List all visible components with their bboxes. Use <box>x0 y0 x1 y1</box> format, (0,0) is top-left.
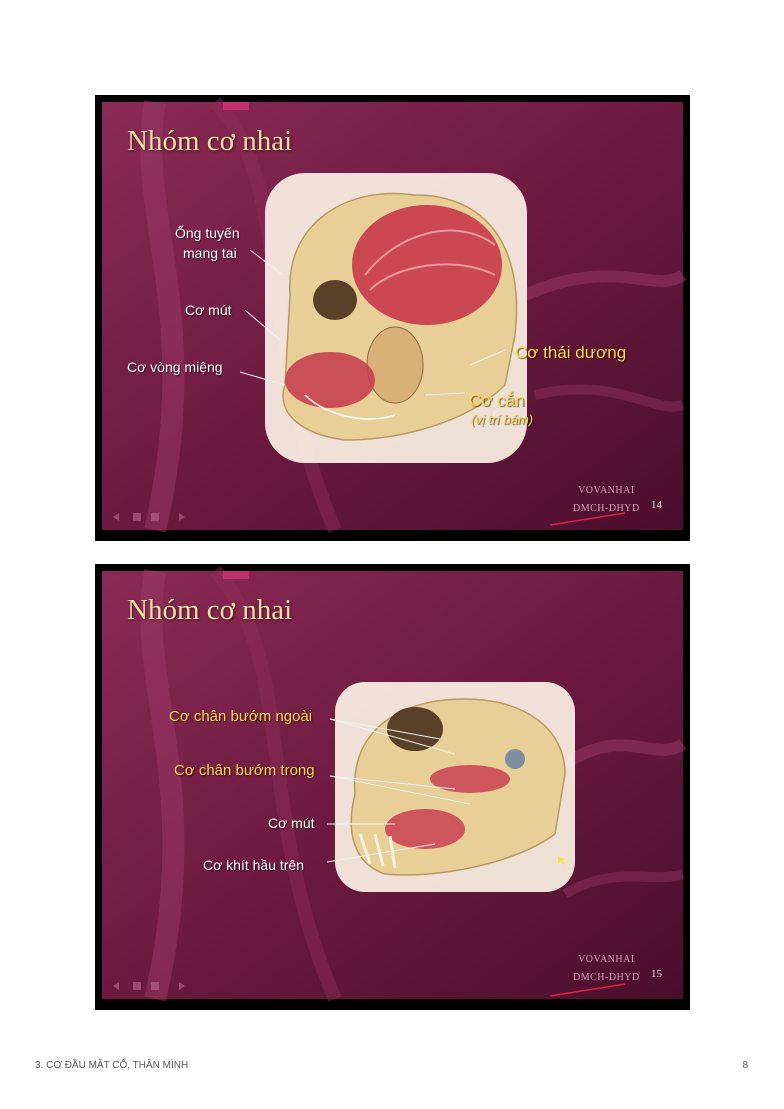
slide-nav-icons <box>113 982 185 990</box>
slide-nav-icons <box>113 513 185 521</box>
label-ong-tuyen-line1: Ống tuyến <box>175 225 240 241</box>
slide-background <box>102 566 687 1002</box>
label-co-khit-hau-tren: Cơ khít hầu trên <box>203 857 305 873</box>
author-mark: VOVANHAI DMCH-DHYD <box>573 482 640 518</box>
slide-15: Nhóm cơ nhai Cơ chân bướm ngoài Cơ chân … <box>95 564 690 1010</box>
label-co-chan-buom-ngoai: Cơ chân bướm ngoài <box>169 708 313 725</box>
author-line2: DMCH-DHYD <box>573 972 640 983</box>
slide-14: Nhóm cơ nhai Ống tuyến mang tai Cơ mút C… <box>95 95 690 541</box>
label-ong-tuyen-line2: mang tai <box>183 245 237 261</box>
author-line1: VOVANHAI <box>578 954 635 965</box>
skull-illustration <box>335 682 575 892</box>
slide-title: Nhóm cơ nhai <box>127 594 293 626</box>
footer-page-number: 8 <box>742 1060 748 1071</box>
skull-illustration <box>265 173 527 463</box>
slide-page-number: 15 <box>651 968 662 980</box>
slide-background <box>102 97 687 533</box>
label-co-thai-duong: Cơ thái dương <box>515 343 627 362</box>
slide-page-number: 14 <box>651 499 662 511</box>
label-co-chan-buom-trong: Cơ chân bướm trong <box>174 762 315 779</box>
cursor-icon <box>558 856 566 865</box>
label-co-vong-mieng: Cơ vòng miệng <box>127 359 223 375</box>
author-mark: VOVANHAI DMCH-DHYD <box>573 951 640 987</box>
label-co-mut: Cơ mút <box>185 302 232 318</box>
author-line1: VOVANHAI <box>578 485 635 496</box>
label-co-mut: Cơ mút <box>268 815 315 831</box>
slide-title: Nhóm cơ nhai <box>127 125 293 157</box>
label-vi-tri-bam: (vị trí bám) <box>471 412 534 427</box>
footer-chapter-title: 3. CƠ ĐẦU MẶT CỔ, THÂN MÌNH <box>35 1060 189 1071</box>
label-co-can: Cơ cắn <box>469 391 525 410</box>
author-line2: DMCH-DHYD <box>573 503 640 514</box>
